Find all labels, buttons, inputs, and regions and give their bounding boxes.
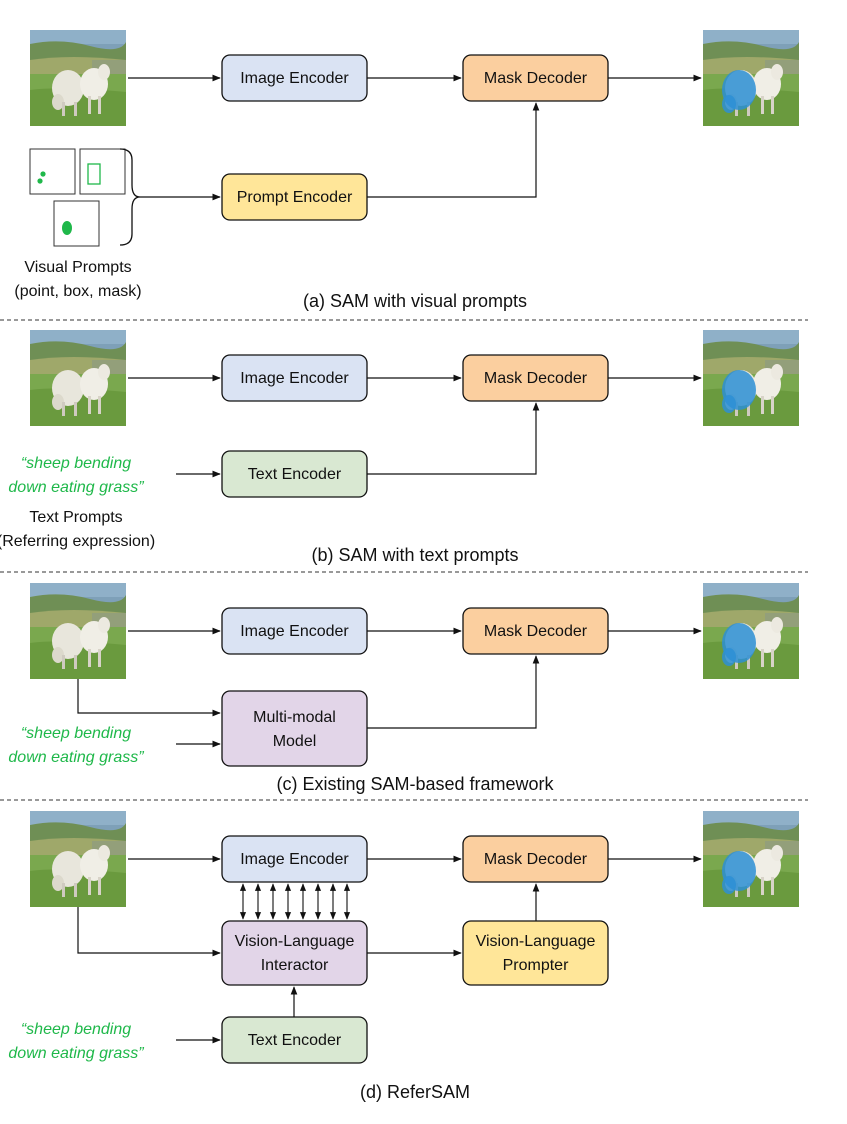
vl-interactor-line2: Interactor <box>261 957 329 974</box>
multimodal-label-line1: Multi-modal <box>253 709 336 726</box>
multimodal-model-box <box>221 690 368 767</box>
panel-c: Image Encoder Mask Decoder Multi-modal M… <box>8 583 799 794</box>
text-prompts-label: Text Prompts <box>29 509 122 526</box>
text-prompt-line1: “sheep bending <box>21 455 131 472</box>
vl-prompter-box <box>462 920 609 986</box>
mask-prompt-icon <box>53 200 100 247</box>
image-encoder-label: Image Encoder <box>240 370 349 387</box>
text-prompt-line2: down eating grass” <box>8 479 144 496</box>
text-prompt-line2: down eating grass” <box>8 749 144 766</box>
text-prompts-sublabel: (Referring expression) <box>0 533 155 550</box>
caption-c: (c) Existing SAM-based framework <box>276 774 554 794</box>
output-image-b <box>703 330 799 426</box>
caption-b: (b) SAM with text prompts <box>311 545 518 565</box>
image-encoder-label: Image Encoder <box>240 851 349 868</box>
panel-d: Image Encoder Mask Decoder Vision-Langua… <box>8 811 799 1102</box>
box-prompt-icon <box>79 148 126 195</box>
multimodal-label-line2: Model <box>273 733 317 750</box>
input-image-c <box>30 583 126 679</box>
mask-decoder-label: Mask Decoder <box>484 370 588 387</box>
text-prompt-line1: “sheep bending <box>21 1021 131 1038</box>
vl-prompter-line2: Prompter <box>503 957 569 974</box>
image-encoder-label: Image Encoder <box>240 623 349 640</box>
point-prompt-icon <box>29 148 76 195</box>
visual-prompts-sublabel: (point, box, mask) <box>14 283 141 300</box>
panel-b: Image Encoder Mask Decoder Text Encoder … <box>0 330 799 565</box>
caption-a: (a) SAM with visual prompts <box>303 291 527 311</box>
prompt-encoder-label: Prompt Encoder <box>237 189 353 206</box>
text-encoder-label: Text Encoder <box>248 1032 342 1049</box>
text-prompt-line2: down eating grass” <box>8 1045 144 1062</box>
mask-decoder-label: Mask Decoder <box>484 623 588 640</box>
mask-decoder-label: Mask Decoder <box>484 70 588 87</box>
output-image-a <box>703 30 799 126</box>
panel-a: Image Encoder Mask Decoder Prompt Encode… <box>14 30 799 311</box>
input-image-b <box>30 330 126 426</box>
visual-prompts-label: Visual Prompts <box>24 259 131 276</box>
input-image-a <box>30 30 126 126</box>
input-image-d <box>30 811 126 907</box>
text-encoder-label: Text Encoder <box>248 466 342 483</box>
output-image-d <box>703 811 799 907</box>
vl-interactor-line1: Vision-Language <box>235 933 355 950</box>
vl-interactor-box <box>221 920 368 986</box>
text-prompt-line1: “sheep bending <box>21 725 131 742</box>
output-image-c <box>703 583 799 679</box>
caption-d: (d) ReferSAM <box>360 1082 470 1102</box>
bidirectional-arrows <box>239 883 351 920</box>
image-encoder-label: Image Encoder <box>240 70 349 87</box>
mask-decoder-label: Mask Decoder <box>484 851 588 868</box>
vl-prompter-line1: Vision-Language <box>476 933 596 950</box>
